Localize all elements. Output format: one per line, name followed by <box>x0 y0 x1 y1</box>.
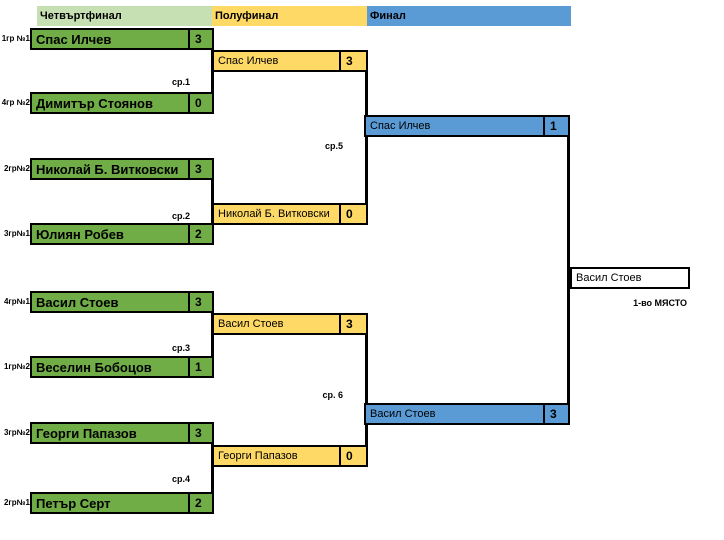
match-box-semifinal: Спас Илчев 3 <box>212 50 368 72</box>
match-box-quarterfinal: Димитър Стоянов 0 <box>30 92 214 114</box>
seed-label: 2гр№2 <box>3 164 30 173</box>
winner-box: Васил Стоев <box>570 267 690 289</box>
player-name: Петър Серт <box>36 495 111 511</box>
player-score: 3 <box>339 315 366 333</box>
match-number-label: ср.4 <box>171 474 190 484</box>
bracket-line <box>211 158 214 245</box>
match-number-label: ср.3 <box>171 343 190 353</box>
match-box-quarterfinal: Веселин Бобоцов 1 <box>30 356 214 378</box>
bracket-line <box>365 313 368 467</box>
match-box-final: Васил Стоев 3 <box>364 403 570 425</box>
match-box-quarterfinal: Юлиян Робев 2 <box>30 223 214 245</box>
match-box-quarterfinal: Николай Б. Витковски 3 <box>30 158 214 180</box>
player-name: Георги Папазов <box>218 450 298 462</box>
player-score: 3 <box>339 52 366 70</box>
player-name: Георги Папазов <box>36 425 137 441</box>
player-name: Николай Б. Витковски <box>218 208 330 220</box>
player-score: 2 <box>188 225 212 243</box>
player-score: 1 <box>188 358 212 376</box>
player-name: Спас Илчев <box>36 31 112 47</box>
match-box-quarterfinal: Спас Илчев 3 <box>30 28 214 50</box>
match-box-quarterfinal: Георги Папазов 3 <box>30 422 214 444</box>
player-score: 3 <box>188 424 212 442</box>
seed-label: 3гр№2 <box>3 428 30 437</box>
seed-label: 1гр №1 <box>1 34 30 43</box>
match-box-semifinal: Георги Папазов 0 <box>212 445 368 467</box>
seed-label: 2гр№1 <box>3 498 30 507</box>
match-box-quarterfinal: Васил Стоев 3 <box>30 291 214 313</box>
round-header-quarterfinal: Четвъртфинал <box>37 6 212 26</box>
player-name: Спас Илчев <box>218 55 279 67</box>
round-header-semifinal: Полуфинал <box>212 6 367 26</box>
player-name: Спас Илчев <box>370 120 431 132</box>
first-place-label: 1-во МЯСТО <box>633 298 687 308</box>
match-box-semifinal: Васил Стоев 3 <box>212 313 368 335</box>
bracket-line <box>567 115 570 425</box>
match-number-label: ср.1 <box>171 77 190 87</box>
seed-label: 4гр№1 <box>3 297 30 306</box>
seed-label: 1гр№2 <box>3 362 30 371</box>
round-header-final: Финал <box>367 6 571 26</box>
match-number-label: ср.2 <box>171 211 190 221</box>
match-box-final: Спас Илчев 1 <box>364 115 570 137</box>
player-score: 3 <box>543 405 568 423</box>
player-score: 0 <box>339 447 366 465</box>
player-name: Юлиян Робев <box>36 226 124 242</box>
match-number-label: ср.5 <box>324 141 343 151</box>
player-name: Николай Б. Витковски <box>36 161 179 177</box>
seed-label: 4гр №2 <box>1 98 30 107</box>
player-score: 2 <box>188 494 212 512</box>
player-name: Васил Стоев <box>36 294 119 310</box>
seed-label: 3гр№1 <box>3 229 30 238</box>
player-name: Васил Стоев <box>370 408 436 420</box>
player-score: 0 <box>188 94 212 112</box>
match-box-semifinal: Николай Б. Витковски 0 <box>212 203 368 225</box>
player-score: 3 <box>188 293 212 311</box>
player-score: 1 <box>543 117 568 135</box>
player-score: 3 <box>188 30 212 48</box>
winner-name: Васил Стоев <box>576 272 642 284</box>
match-number-label: ср. 6 <box>322 390 343 400</box>
bracket-line <box>365 50 368 225</box>
player-name: Веселин Бобоцов <box>36 359 152 375</box>
bracket-line <box>211 422 214 514</box>
player-score: 0 <box>339 205 366 223</box>
player-name: Димитър Стоянов <box>36 95 153 111</box>
player-score: 3 <box>188 160 212 178</box>
player-name: Васил Стоев <box>218 318 284 330</box>
match-box-quarterfinal: Петър Серт 2 <box>30 492 214 514</box>
